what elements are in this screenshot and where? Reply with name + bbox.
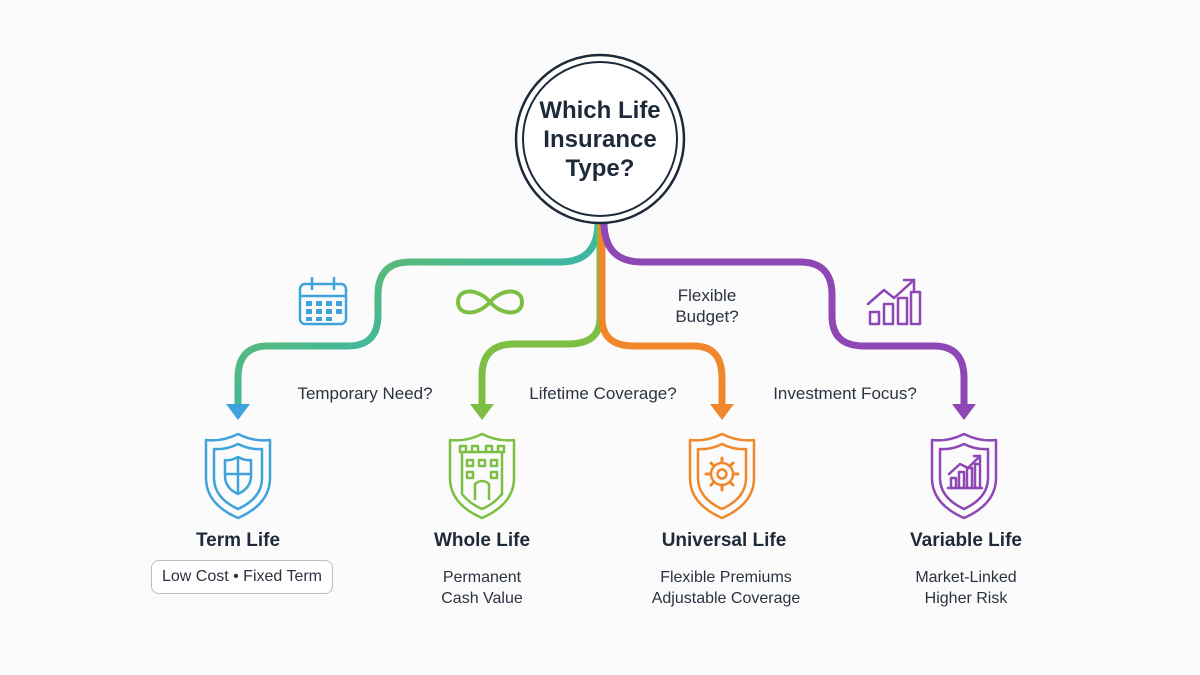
connector-variable (600, 218, 968, 409)
center-title-line-1: Which Life (539, 97, 661, 124)
universal-life-desc-line-1: Flexible Premiums (660, 569, 792, 586)
arrow-heads (226, 404, 976, 420)
question-investment-focus: Investment Focus? (773, 384, 917, 403)
connector-whole (478, 218, 604, 409)
question-temporary-need: Temporary Need? (297, 384, 433, 403)
term-life-title: Term Life (195, 530, 281, 551)
whole-life-desc-line-2: Cash Value (441, 590, 523, 607)
arrow-term-icon (226, 404, 250, 420)
infinity-icon (455, 289, 525, 315)
variable-life-title: Variable Life (910, 530, 1022, 551)
center-title-line-3: Type? (565, 155, 635, 182)
question-flexible-line-1: Flexible (677, 286, 737, 305)
variable-life-desc-line-1: Market-Linked (915, 569, 1017, 586)
whole-life-desc-line-1: Permanent (442, 569, 522, 586)
growth-chart-icon (866, 278, 922, 326)
center-title: Which Life Insurance Type? (525, 96, 675, 183)
term-shield-icon (204, 432, 272, 520)
gear-shield-icon (688, 432, 756, 520)
center-node (514, 53, 686, 225)
universal-life-desc-line-2: Adjustable Coverage (651, 590, 801, 607)
center-title-line-2: Insurance (543, 126, 657, 153)
question-flexible-budget: Flexible Budget? (675, 285, 738, 327)
question-lifetime-coverage: Lifetime Coverage? (529, 384, 677, 403)
whole-life-title: Whole Life (433, 530, 531, 551)
variable-life-desc-line-2: Higher Risk (924, 590, 1008, 607)
connectors (234, 218, 968, 409)
connector-term (234, 218, 602, 409)
calendar-icon (298, 276, 348, 326)
whole-life-desc: Permanent Cash Value (441, 567, 523, 609)
connector-universal (598, 218, 726, 409)
question-flexible-line-2: Budget? (675, 307, 739, 326)
chart-shield-icon (930, 432, 998, 520)
arrow-variable-icon (952, 404, 976, 420)
arrow-whole-icon (470, 404, 494, 420)
universal-life-desc: Flexible Premiums Adjustable Coverage (652, 567, 801, 609)
variable-life-desc: Market-Linked Higher Risk (915, 567, 1016, 609)
term-life-desc-pill: Low Cost • Fixed Term (150, 560, 334, 594)
arrow-universal-icon (710, 404, 734, 420)
castle-shield-icon (448, 432, 516, 520)
universal-life-title: Universal Life (661, 530, 787, 551)
